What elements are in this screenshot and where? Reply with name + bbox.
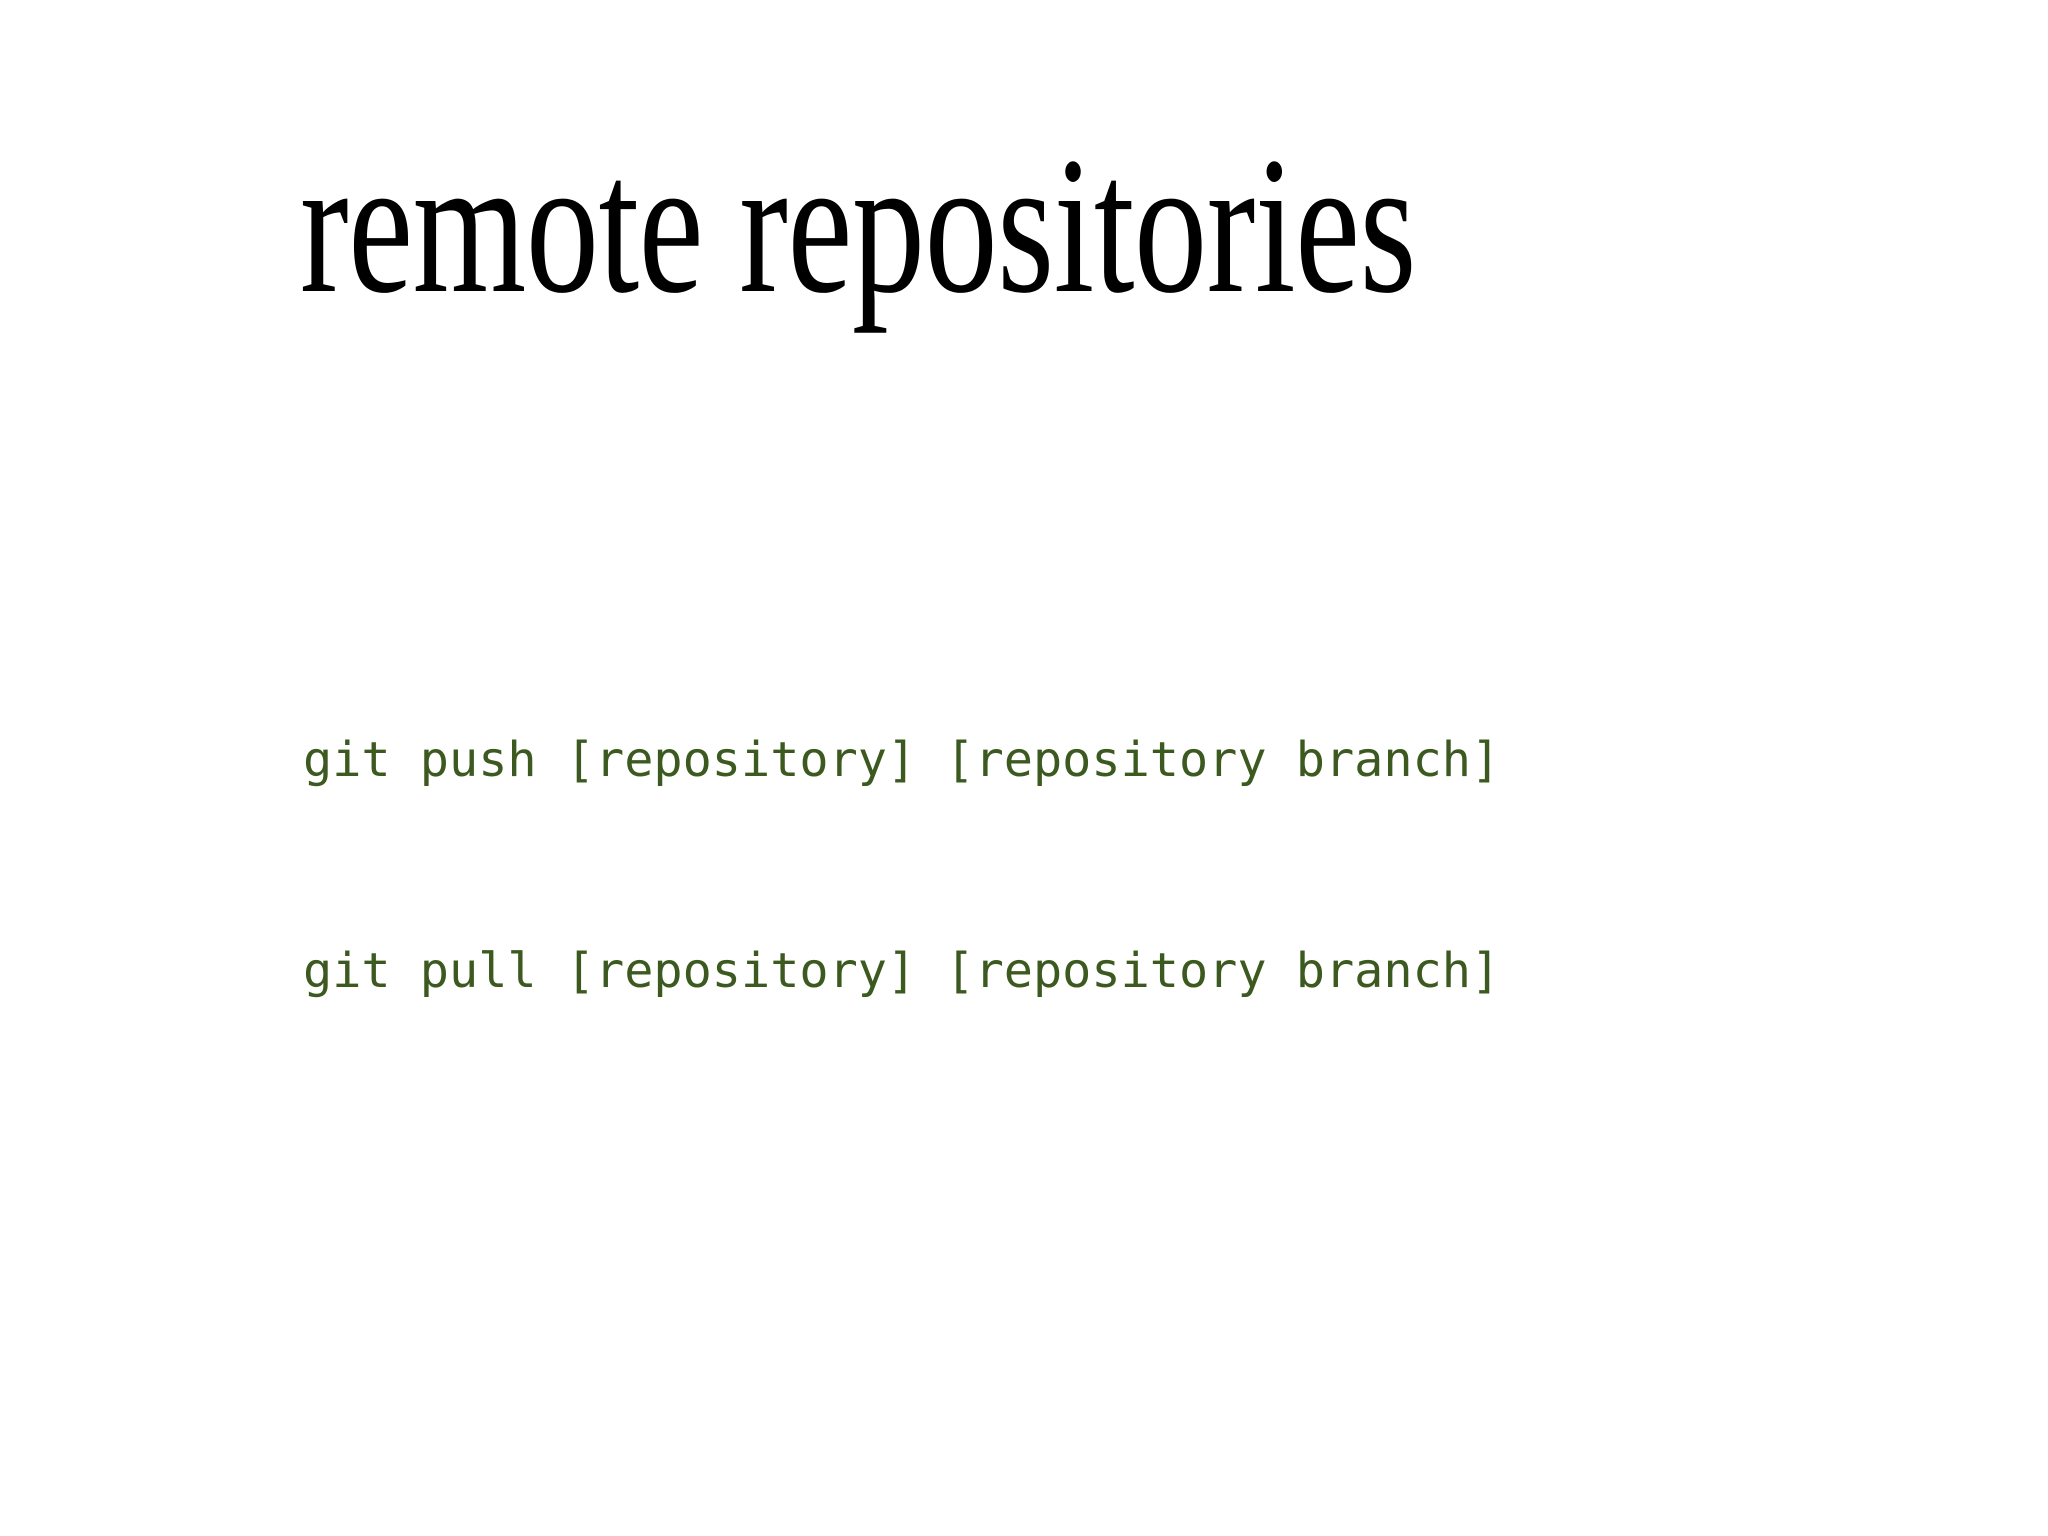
page-title: remote repositories <box>300 117 1417 334</box>
code-line-git-pull: git pull [repository] [repository branch… <box>303 942 1501 999</box>
code-line-git-push: git push [repository] [repository branch… <box>303 732 1501 788</box>
code-block: git push [repository] [repository branch… <box>303 736 1723 995</box>
